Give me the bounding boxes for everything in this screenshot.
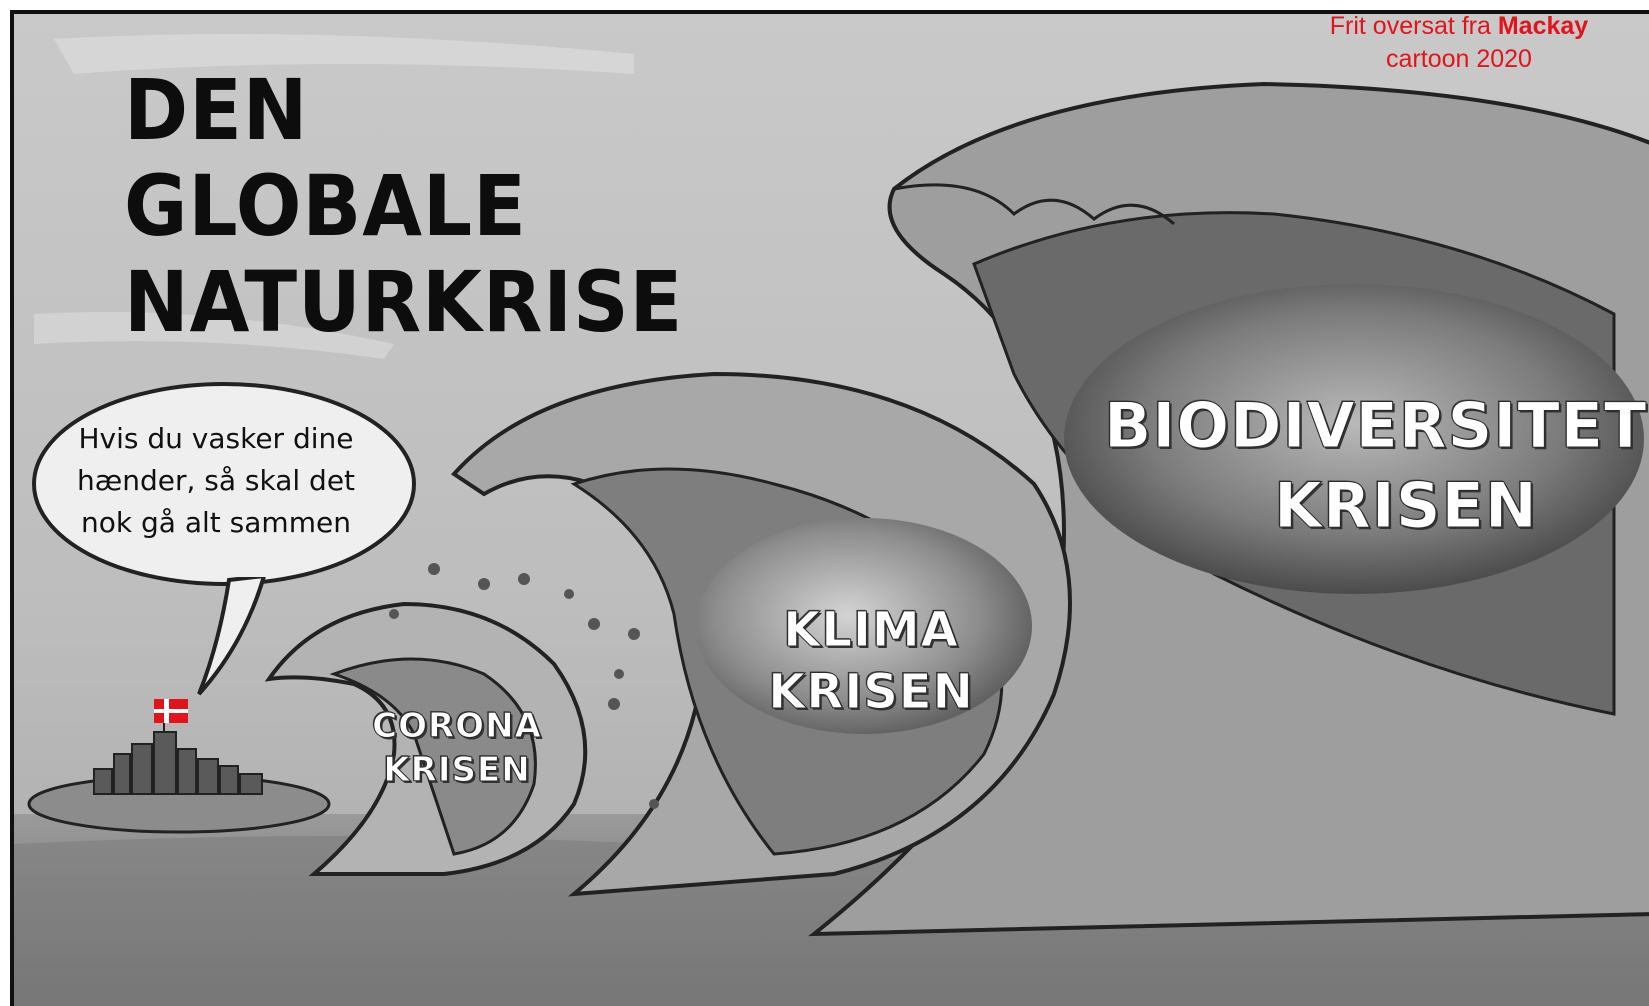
cartoon-title: DEN GLOBALE NATURKRISE — [124, 62, 713, 350]
biodiversity-crisis-label: BIODIVERSITETS- KRISEN — [1104, 386, 1649, 546]
credit-line-1: Frit oversat fra Mackay — [1279, 10, 1639, 43]
cartoon-panel: DEN GLOBALE NATURKRISE Hvis du vasker di… — [10, 10, 1649, 1006]
bubble-line-3: nok gå alt sammen — [81, 506, 351, 539]
danish-flag-icon — [154, 699, 188, 732]
credit-prefix: Frit oversat fra — [1329, 12, 1498, 40]
speech-bubble-text: Hvis du vasker dine hænder, så skal det … — [66, 418, 366, 544]
klima-line-2: KRISEN — [768, 664, 974, 721]
wave-scene — [14, 14, 1649, 1006]
title-line-1: DEN GLOBALE — [124, 61, 527, 255]
corona-line-1: CORONA — [372, 706, 542, 747]
bio-line-2: KRISEN — [1274, 469, 1538, 543]
corona-line-2: KRISEN — [383, 750, 531, 791]
bio-line-1: BIODIVERSITETS- — [1104, 389, 1649, 463]
bubble-line-1: Hvis du vasker dine — [78, 422, 354, 455]
klima-line-1: KLIMA — [783, 602, 959, 659]
translation-credit: Frit oversat fra Mackay cartoon 2020 — [1279, 10, 1639, 76]
credit-line-2: cartoon 2020 — [1386, 45, 1532, 73]
virus-particle-icon — [389, 563, 659, 809]
corona-crisis-label: CORONA KRISEN — [362, 704, 552, 792]
title-line-2: NATURKRISE — [124, 253, 684, 351]
speech-bubble — [32, 382, 416, 586]
bubble-line-2: hænder, så skal det — [76, 464, 356, 497]
climate-crisis-label: KLIMA KRISEN — [766, 599, 976, 723]
credit-author: Mackay — [1497, 12, 1589, 40]
